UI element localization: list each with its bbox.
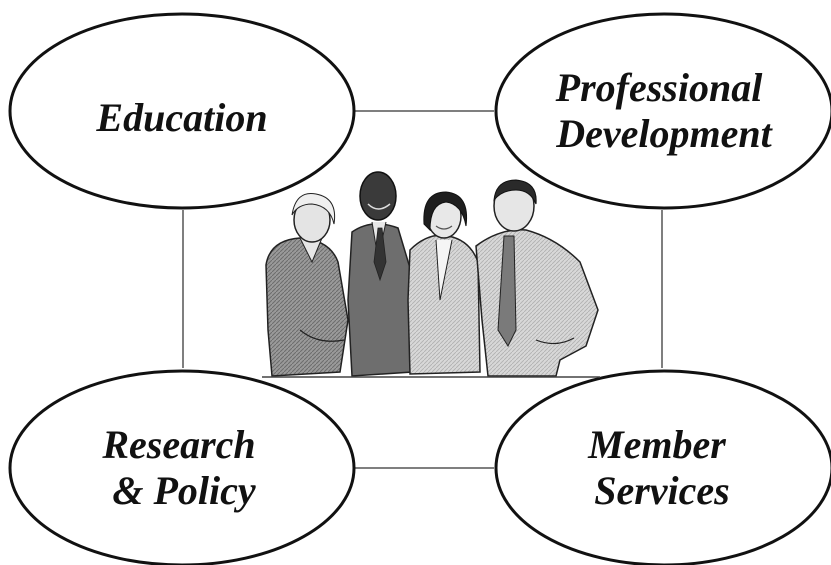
node-member-services: Member Services: [494, 369, 831, 565]
people-group-image: [262, 171, 600, 378]
node-professional-development-ellipse: [494, 12, 831, 210]
node-education-ellipse: [8, 12, 356, 210]
person-3: [407, 191, 481, 375]
connectors: [182, 110, 663, 469]
node-professional-development: Professional Development: [494, 12, 831, 210]
node-education-line-1: Education: [95, 95, 267, 140]
person-1: [265, 192, 349, 377]
node-member-services-label: Member Services: [587, 422, 736, 513]
node-professional-development-line-2: Development: [555, 111, 773, 156]
person-4: [475, 179, 599, 377]
node-research-policy: Research & Policy: [8, 369, 356, 565]
node-member-services-line-2: Services: [594, 468, 730, 513]
person-2: [347, 171, 413, 377]
node-research-policy-line-1: Research: [101, 422, 255, 467]
node-professional-development-line-1: Professional: [555, 65, 764, 110]
node-education: Education: [8, 12, 356, 210]
node-professional-development-label: Professional Development: [555, 65, 774, 156]
node-research-policy-ellipse: [8, 369, 356, 565]
node-member-services-line-1: Member: [587, 422, 726, 467]
node-member-services-ellipse: [494, 369, 831, 565]
node-research-policy-label: Research & Policy: [101, 422, 265, 513]
node-research-policy-line-2: & Policy: [112, 468, 256, 513]
node-education-label: Education: [95, 95, 267, 140]
